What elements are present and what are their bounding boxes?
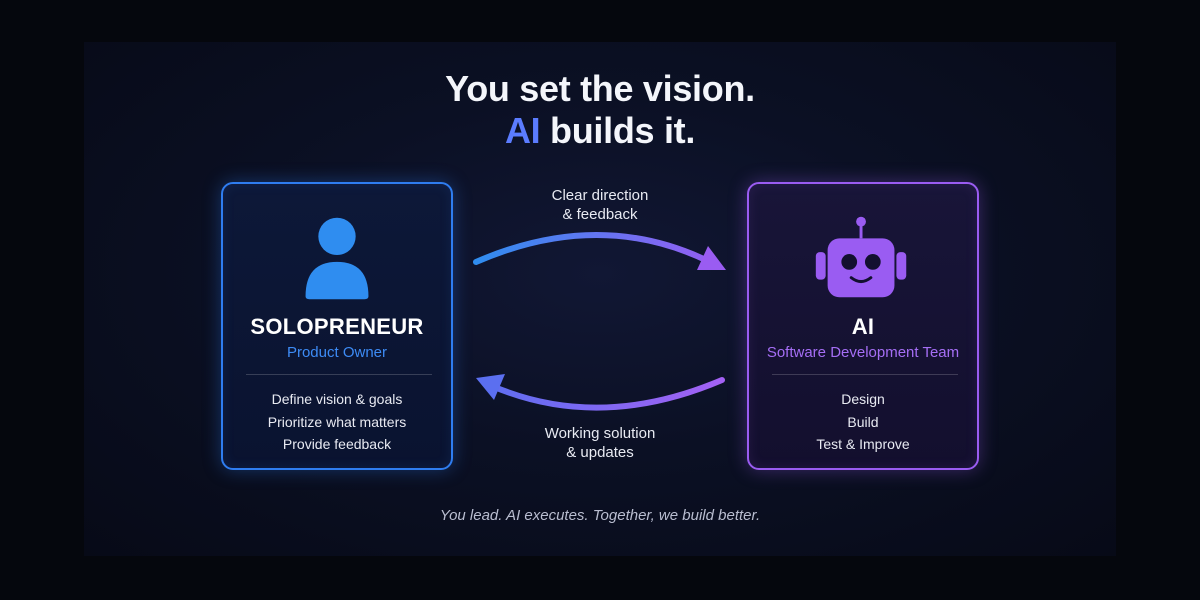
person-icon — [305, 217, 369, 300]
card-divider — [772, 374, 958, 375]
headline-line-2: AI builds it. — [0, 110, 1200, 152]
list-item: Provide feedback — [282, 436, 392, 452]
headline-rest: builds it. — [540, 110, 696, 151]
card-title: SOLOPRENEUR — [250, 314, 424, 339]
list-item: Test & Improve — [816, 436, 910, 452]
list-item: Prioritize what matters — [267, 413, 407, 430]
card-title: AI — [851, 314, 875, 339]
card-subtitle: Software Development Team — [766, 344, 960, 361]
flow-label-direction-line-2: & feedback — [562, 206, 638, 223]
flow-label-direction-line-1: Clear direction — [551, 187, 649, 204]
card-divider — [246, 374, 432, 375]
tagline: You lead. AI executes. Together, we buil… — [439, 507, 761, 524]
headline-accent: AI — [504, 110, 541, 151]
flow-label-solution-line-1: Working solution — [544, 425, 656, 442]
responsibility-list: Define vision & goals Prioritize what ma… — [223, 388, 451, 456]
headline-line-1: You set the vision. — [445, 68, 755, 109]
solopreneur-card: SOLOPRENEUR Product Owner Define vision … — [221, 182, 453, 470]
list-item: Design — [841, 391, 885, 407]
flow-label-solution: Working solution & updates — [500, 424, 700, 462]
robot-icon — [815, 216, 907, 298]
responsibility-list: Design Build Test & Improve — [749, 388, 977, 456]
card-subtitle: Product Owner — [286, 344, 388, 361]
list-item: Build — [847, 413, 879, 430]
list-item: Define vision & goals — [271, 391, 403, 407]
ai-card: AI Software Development Team Design Buil… — [747, 182, 979, 470]
flow-label-direction: Clear direction & feedback — [500, 186, 700, 224]
flow-label-solution-line-2: & updates — [566, 444, 634, 461]
